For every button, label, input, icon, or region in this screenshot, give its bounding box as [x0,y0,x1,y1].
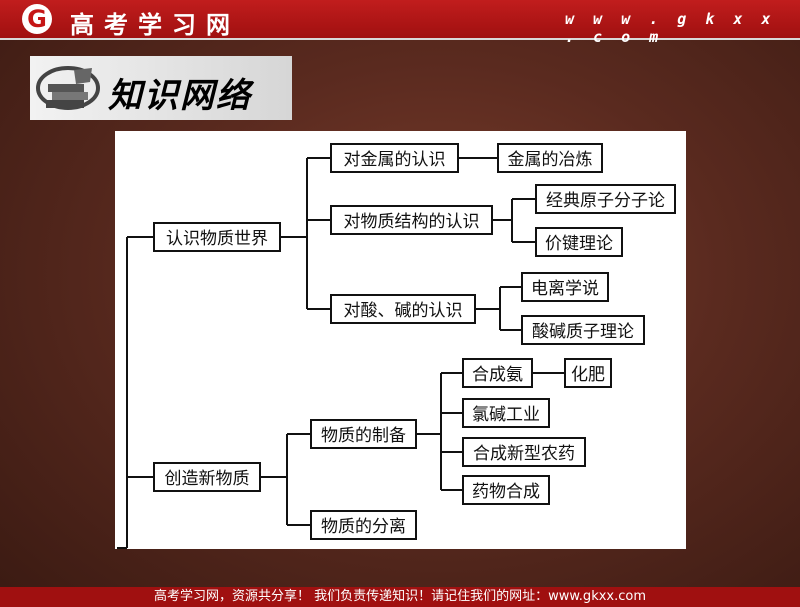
node-drug-synthesis: 药物合成 [462,475,550,505]
site-logo[interactable]: G [22,4,52,34]
node-ionization-theory: 电离学说 [521,272,609,302]
node-ammonia-synthesis: 合成氨 [462,358,533,388]
node-acid-base-understanding: 对酸、碱的认识 [330,294,476,324]
node-matter-preparation: 物质的制备 [310,419,417,449]
node-understand-matter-world: 认识物质世界 [153,222,281,252]
node-metal-smelting: 金属的冶炼 [497,143,603,173]
node-new-pesticide-synthesis: 合成新型农药 [462,437,586,467]
node-matter-separation: 物质的分离 [310,510,417,540]
site-header-bar: G 高考学习网 w w w . g k x x . c o m [0,0,800,46]
section-title: 知识网络 [108,76,252,116]
node-metal-understanding: 对金属的认识 [330,143,459,173]
site-title[interactable]: 高考学习网 [70,11,240,39]
section-title-banner: 知识网络 [30,56,292,120]
knowledge-tree-panel: 认识物质世界 对金属的认识 金属的冶炼 对物质结构的认识 经典原子分子论 价键理… [115,131,686,549]
node-proton-theory: 酸碱质子理论 [521,315,645,345]
node-create-new-matter: 创造新物质 [153,462,261,492]
node-valence-bond-theory: 价键理论 [535,227,623,257]
node-matter-structure: 对物质结构的认识 [330,205,493,235]
node-chlor-alkali-industry: 氯碱工业 [462,398,550,428]
node-classical-atomic-molecular-theory: 经典原子分子论 [535,184,676,214]
node-fertilizer: 化肥 [564,358,612,388]
books-icon [36,66,100,110]
site-footer: 高考学习网，资源共分享！ 我们负责传递知识！请记住我们的网址：www.gkxx.… [0,587,800,607]
site-url[interactable]: w w w . g k x x . c o m [565,10,776,46]
tree-connectors [117,157,564,549]
